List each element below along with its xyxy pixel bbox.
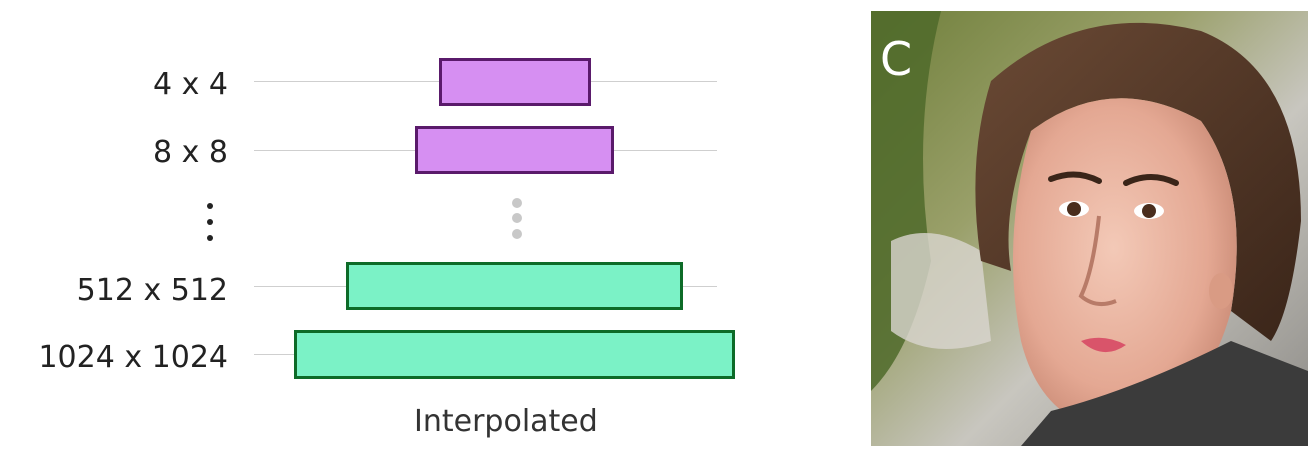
face-photo-icon (871, 11, 1308, 446)
row-label-512x512: 512 x 512 (76, 273, 228, 308)
bar-4x4 (439, 58, 591, 106)
x-axis-label: Interpolated (414, 404, 598, 439)
panel-letter: C (880, 32, 913, 86)
ellipsis-dot (207, 219, 213, 225)
bar-512x512 (346, 262, 683, 310)
bar-8x8 (415, 126, 614, 174)
ellipsis-dot (512, 229, 522, 239)
bar-1024x1024 (294, 330, 735, 379)
ellipsis-dot (207, 203, 213, 209)
ellipsis-dot (512, 198, 522, 208)
face-photo (871, 11, 1308, 446)
row-label-4x4: 4 x 4 (153, 67, 228, 102)
row-label-8x8: 8 x 8 (153, 135, 228, 170)
ellipsis-dot (207, 235, 213, 241)
ellipsis-dot (512, 213, 522, 223)
row-label-1024x1024: 1024 x 1024 (38, 340, 228, 375)
